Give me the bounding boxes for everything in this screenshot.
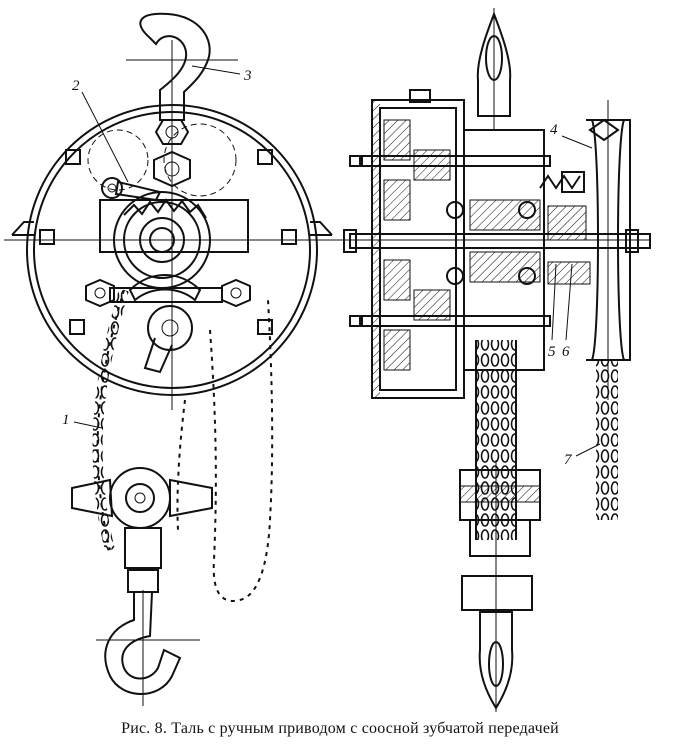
bottom-hook xyxy=(96,590,200,706)
brake-spring xyxy=(539,171,587,241)
side-bottom-hook xyxy=(478,611,514,710)
side-section-view xyxy=(340,8,651,712)
callout-6: 6 xyxy=(562,344,570,360)
callout-7: 7 xyxy=(564,452,573,468)
callout-3: 3 xyxy=(243,68,252,84)
side-top-hook xyxy=(476,8,512,130)
side-gears xyxy=(383,119,541,371)
front-gears xyxy=(87,123,249,302)
hand-chain xyxy=(92,288,274,602)
side-load-chain xyxy=(475,340,618,540)
top-hook xyxy=(126,12,238,121)
bottom-hook-block xyxy=(71,467,213,593)
callout-1: 1 xyxy=(62,412,70,428)
housing-bolts xyxy=(39,119,297,335)
hand-chain-wheel xyxy=(547,100,631,400)
side-shafts xyxy=(343,155,651,327)
front-housing xyxy=(4,100,340,410)
load-sprocket xyxy=(143,305,193,374)
figure-caption: Рис. 8. Таль с ручным приводом с соосной… xyxy=(121,720,559,737)
brake-ratchet xyxy=(101,177,162,202)
front-nuts xyxy=(85,278,251,308)
front-view xyxy=(4,12,340,706)
callout-4: 4 xyxy=(550,122,558,138)
callout-2: 2 xyxy=(72,78,80,94)
callout-5: 5 xyxy=(548,344,556,360)
side-hook-block xyxy=(459,460,541,712)
callouts: 1 2 3 4 5 6 7 xyxy=(62,65,601,468)
